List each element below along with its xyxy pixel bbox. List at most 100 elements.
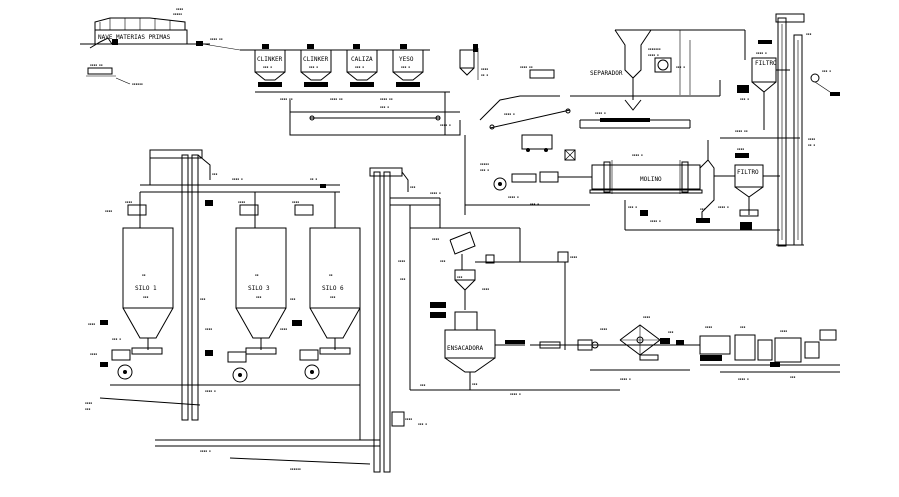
svg-text:▪▪▪: ▪▪▪ — [330, 295, 336, 299]
hopper-caliza: CALIZA ▪▪▪ ▪ — [346, 44, 378, 81]
svg-text:▪▪▪: ▪▪▪ — [200, 297, 206, 301]
svg-text:▪▪▪▪ ▪: ▪▪▪▪ ▪ — [440, 123, 451, 127]
svg-text:▪▪▪: ▪▪▪ — [420, 383, 426, 387]
svg-text:▪▪▪: ▪▪▪ — [400, 277, 406, 281]
feed-conveyor: ▪▪▪▪ ▪ ▪▪▪ ▪ — [289, 92, 461, 136]
hopper-label: CLINKER — [257, 56, 283, 63]
svg-text:▪▪▪: ▪▪▪ — [668, 330, 674, 334]
svg-text:▪▪▪: ▪▪▪ — [472, 382, 478, 386]
svg-text:▪▪▪: ▪▪▪ — [143, 295, 149, 299]
hopper-feeders: ▪▪▪▪ ▪▪ ▪▪▪▪ ▪▪ ▪▪▪▪ ▪▪ — [255, 82, 450, 101]
svg-text:▪▪▪▪: ▪▪▪▪ — [292, 200, 299, 204]
mill: MOLINO ▪▪▪▪ ▪ — [589, 153, 703, 194]
svg-text:▪▪ ▪: ▪▪ ▪ — [481, 73, 488, 77]
svg-text:▪▪▪▪ ▪: ▪▪▪▪ ▪ — [595, 111, 606, 115]
svg-text:▪▪: ▪▪ — [142, 273, 146, 277]
svg-text:▪▪▪: ▪▪▪ — [806, 32, 812, 36]
hopper-label: CALIZA — [351, 56, 373, 63]
silo-feed-elevator: ▪▪▪ — [149, 149, 218, 421]
silo-label: SILO 1 — [135, 285, 157, 292]
svg-text:▪▪▪▪ ▪: ▪▪▪▪ ▪ — [632, 153, 643, 157]
svg-text:▪▪▪▪: ▪▪▪▪ — [643, 315, 650, 319]
separator-label: SEPARADOR — [590, 70, 623, 77]
svg-text:▪▪▪▪ ▪: ▪▪▪▪ ▪ — [430, 191, 441, 195]
hopper-label: YESO — [399, 56, 414, 63]
svg-text:▪▪▪▪: ▪▪▪▪ — [205, 327, 212, 331]
dispatch-line: ▪▪▪▪ ▪▪▪ ▪▪▪▪ ▪▪▪▪ ▪ — [530, 315, 700, 381]
svg-text:▪▪▪▪ ▪: ▪▪▪▪ ▪ — [718, 205, 729, 209]
svg-text:▪▪ ▪: ▪▪ ▪ — [808, 143, 815, 147]
svg-text:▪▪▪ ▪: ▪▪▪ ▪ — [401, 65, 410, 69]
filter-top-label: FILTRO — [755, 60, 777, 67]
svg-text:▪▪▪: ▪▪▪ — [700, 207, 706, 211]
svg-text:▪▪▪ ▪: ▪▪▪ ▪ — [112, 337, 121, 341]
silo-6: SILO 6 ▪▪▪ ▪▪ ▪▪▪▪ ▪▪▪ ▪▪▪▪ — [280, 192, 361, 380]
svg-text:▪▪▪▪: ▪▪▪▪ — [176, 7, 183, 11]
svg-text:▪▪▪ ▪: ▪▪▪ ▪ — [418, 422, 427, 426]
svg-text:▪▪▪▪ ▪▪: ▪▪▪▪ ▪▪ — [330, 97, 343, 101]
svg-text:▪▪▪ ▪: ▪▪▪ ▪ — [822, 69, 831, 73]
svg-text:▪▪▪▪: ▪▪▪▪ — [737, 147, 744, 151]
filter-top: FILTRO ▪▪▪▪ ▪ ▪▪▪ ▪ — [737, 40, 790, 130]
svg-text:▪▪▪▪ ▪▪: ▪▪▪▪ ▪▪ — [380, 97, 393, 101]
central-elevator: ▪▪▪ ▪▪▪▪ ▪▪▪▪ ▪▪▪ ▪▪▪ ▪ — [369, 167, 427, 473]
svg-text:▪▪▪▪: ▪▪▪▪ — [238, 200, 245, 204]
svg-text:▪▪▪▪ ▪: ▪▪▪▪ ▪ — [504, 112, 515, 116]
weighing-conveyor: ▪▪▪▪ ▪▪ ▪▪▪▪ ▪ — [479, 65, 571, 152]
svg-text:▪▪▪: ▪▪▪ — [85, 407, 91, 411]
bagging-unit: ENSACADORA ▪▪▪ ▪▪▪▪ ▪ ▪▪▪ — [410, 311, 620, 396]
svg-text:▪▪▪▪: ▪▪▪▪ — [398, 259, 405, 263]
svg-text:▪▪▪ ▪: ▪▪▪ ▪ — [740, 97, 749, 101]
svg-text:▪▪▪: ▪▪▪ — [457, 275, 463, 279]
svg-text:▪▪▪▪: ▪▪▪▪ — [481, 67, 488, 71]
svg-text:▪▪: ▪▪ — [255, 273, 259, 277]
svg-text:▪▪▪: ▪▪▪ — [290, 297, 296, 301]
svg-text:▪▪▪▪ ▪: ▪▪▪▪ ▪ — [650, 219, 661, 223]
svg-text:▪▪▪: ▪▪▪ — [256, 295, 262, 299]
svg-text:▪▪▪▪ ▪: ▪▪▪▪ ▪ — [508, 195, 519, 199]
svg-text:▪▪▪: ▪▪▪ — [790, 375, 796, 379]
hopper-clinker-2: CLINKER ▪▪▪ ▪ — [300, 44, 332, 81]
svg-text:▪▪▪▪: ▪▪▪▪ — [432, 237, 439, 241]
svg-text:▪▪▪▪: ▪▪▪▪ — [780, 329, 787, 333]
svg-text:▪▪▪▪ ▪▪: ▪▪▪▪ ▪▪ — [280, 97, 293, 101]
raw-materials-hall: NAVE MATERIAS PRIMAS ▪▪▪▪ ▪▪▪▪▪ ▪▪▪▪ ▪▪ — [80, 7, 241, 51]
mill-label: MOLINO — [640, 176, 662, 183]
bucket-elevator-right: ▪▪▪ ▪▪▪▪ ▪▪ ▪ — [775, 13, 815, 247]
svg-text:▪▪▪▪: ▪▪▪▪ — [280, 327, 287, 331]
hopper-label: CLINKER — [303, 56, 329, 63]
svg-text:▪▪▪ ▪: ▪▪▪ ▪ — [380, 105, 389, 109]
screen-and-buffer: ▪▪▪ ▪▪▪▪ ▪▪▪▪ ▪▪▪ — [410, 227, 520, 318]
svg-text:▪▪▪▪ ▪: ▪▪▪▪ ▪ — [648, 53, 659, 57]
svg-text:▪▪▪▪: ▪▪▪▪ — [125, 200, 132, 204]
mill-outlet: ▪▪▪ — [696, 140, 715, 223]
svg-text:▪▪▪ ▪: ▪▪▪ ▪ — [355, 65, 364, 69]
svg-text:▪▪▪ ▪: ▪▪▪ ▪ — [480, 168, 489, 172]
silo-3: SILO 3 ▪▪▪ ▪▪ ▪▪▪▪ ▪▪▪▪ ▪▪▪ — [200, 192, 287, 383]
svg-text:▪▪▪▪: ▪▪▪▪ — [88, 322, 95, 326]
mill-drive: ▪▪▪▪▪ ▪▪▪ ▪ ▪▪▪▪ ▪ ▪▪▪ ▪ — [480, 149, 592, 206]
svg-text:▪▪▪▪: ▪▪▪▪ — [90, 352, 97, 356]
svg-text:▪▪▪▪▪: ▪▪▪▪▪ — [173, 12, 182, 16]
svg-text:▪▪▪▪ ▪: ▪▪▪▪ ▪ — [205, 389, 216, 393]
svg-text:▪▪▪▪▪: ▪▪▪▪▪ — [480, 162, 489, 166]
svg-text:▪▪▪▪ ▪: ▪▪▪▪ ▪ — [738, 377, 749, 381]
svg-text:▪▪▪▪ ▪: ▪▪▪▪ ▪ — [200, 449, 211, 453]
silo-discharge-conveyor: ▪▪▪▪ ▪▪▪ ▪▪▪▪ ▪ ▪▪▪▪▪▪ — [85, 397, 380, 471]
svg-text:▪▪▪: ▪▪▪ — [740, 325, 746, 329]
svg-text:▪▪▪: ▪▪▪ — [440, 259, 446, 263]
svg-text:▪▪▪▪ ▪: ▪▪▪▪ ▪ — [510, 392, 521, 396]
dust-filter-hoppers: ▪▪▪▪ ▪▪ ▪ — [459, 44, 488, 80]
bagging-label: ENSACADORA — [447, 345, 484, 352]
svg-text:▪▪ ▪: ▪▪ ▪ — [310, 177, 317, 181]
silo-label: SILO 3 — [248, 285, 270, 292]
svg-text:▪▪▪▪ ▪: ▪▪▪▪ ▪ — [232, 177, 243, 181]
svg-text:▪▪▪▪: ▪▪▪▪ — [808, 137, 815, 141]
svg-text:▪▪▪ ▪: ▪▪▪ ▪ — [309, 65, 318, 69]
separator-ducting: ▪▪▪▪ ▪ — [570, 29, 746, 129]
svg-text:▪▪▪▪▪▪: ▪▪▪▪▪▪ — [132, 82, 143, 86]
svg-text:▪▪: ▪▪ — [329, 273, 333, 277]
separator: SEPARADOR ▪▪▪▪▪▪▪ ▪▪▪▪ ▪ — [590, 29, 661, 111]
svg-text:▪▪▪▪ ▪▪: ▪▪▪▪ ▪▪ — [735, 129, 748, 133]
